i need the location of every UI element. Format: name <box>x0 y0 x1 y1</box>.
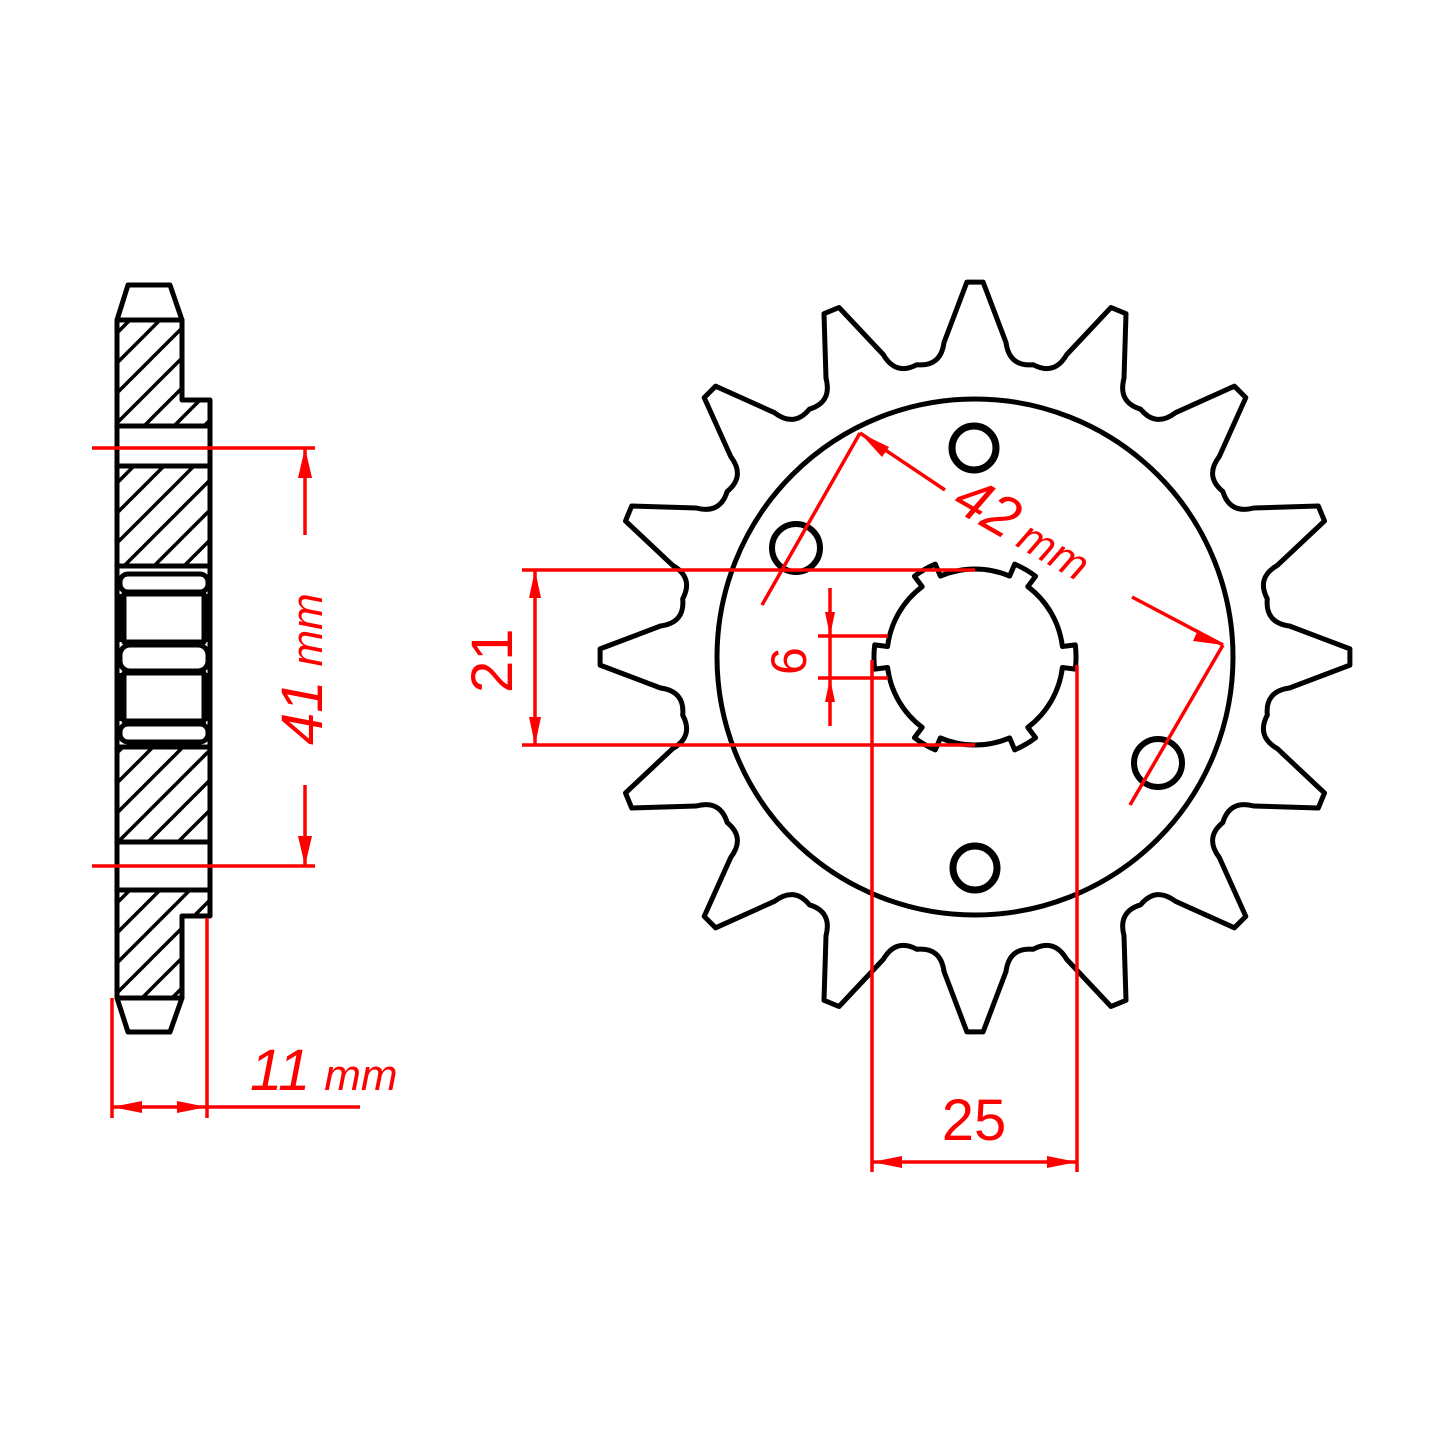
dimension-spline-major: 25 <box>870 660 1079 1172</box>
spline-width-label: 6 <box>761 647 817 675</box>
bolt-circle-label: 42mm <box>944 463 1105 593</box>
side-profile-outline <box>114 282 213 1035</box>
bolt-hole-left <box>769 521 823 575</box>
spline-major-label: 25 <box>942 1088 1007 1153</box>
bolt-hole-right <box>1131 736 1185 790</box>
dimension-spline-minor: 21 <box>460 568 975 747</box>
spline-bore-outline <box>871 561 1079 753</box>
spline-section <box>117 571 211 745</box>
spline-minor-label: 21 <box>460 628 525 693</box>
bolt-hole-bottom <box>949 842 1001 894</box>
sprocket-teeth-outline <box>597 279 1353 1035</box>
hub-diameter-label: 41mm <box>270 593 335 745</box>
front-view: 21 6 25 42mm <box>460 279 1353 1172</box>
dimension-hub-diameter: 41mm <box>92 446 335 868</box>
hub-circle <box>714 396 1236 918</box>
dimension-spline-width: 6 <box>761 588 888 726</box>
bolt-holes <box>769 422 1185 894</box>
bolt-hole-top <box>948 422 1000 474</box>
section-hatching <box>117 320 210 998</box>
